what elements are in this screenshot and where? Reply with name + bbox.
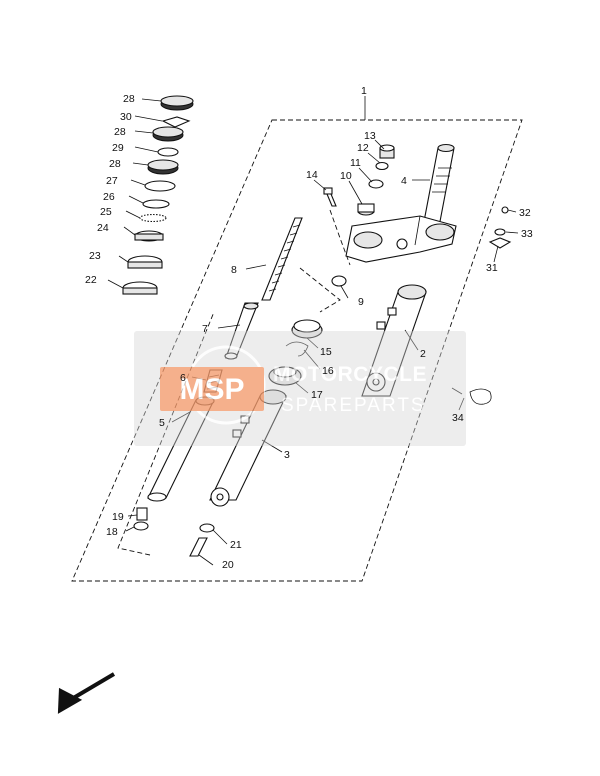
bolt-20: [189, 537, 208, 557]
callout-16: 16: [322, 365, 334, 377]
callout-28-upper: 28: [123, 93, 135, 105]
outer-tube-left: [209, 389, 287, 507]
callout-32: 32: [519, 207, 531, 219]
watermark-line2: SPAREPARTS: [281, 395, 426, 416]
callout-30: 30: [120, 111, 132, 123]
callout-6: 6: [180, 372, 186, 384]
damper-rod: [224, 302, 259, 360]
o-ring-9: [331, 275, 347, 287]
washer-12: [375, 161, 389, 171]
callout-28-middle: 28: [114, 126, 126, 138]
bolt-14: [323, 187, 337, 207]
washer-21: [199, 523, 215, 533]
circlip-16: [285, 341, 309, 357]
callout-11: 11: [350, 157, 361, 169]
callout-22: 22: [85, 274, 97, 286]
fork-spring: [261, 217, 303, 301]
callout-26: 26: [103, 191, 115, 203]
oil-seal-15: [291, 319, 323, 339]
callout-labels: 1 2 3 4 5 6 7 8 9 10 11 12 13 14 15 16 1…: [85, 85, 533, 571]
washer-33: [494, 228, 506, 236]
callout-21: 21: [230, 539, 242, 551]
callout-33: 33: [521, 228, 533, 240]
watermark-panel: [134, 331, 466, 446]
callout-12: 12: [357, 142, 369, 154]
under-bracket: [345, 215, 457, 263]
cap-13: [379, 144, 395, 159]
callout-27: 27: [106, 175, 118, 187]
callout-13: 13: [364, 130, 376, 142]
outer-tube-right: [361, 284, 427, 397]
oil-seal-17: [268, 366, 302, 386]
callout-5: 5: [159, 417, 165, 429]
cap-10: [357, 203, 375, 216]
watermark-logo-box: [160, 367, 264, 411]
watermark-line1: MOTORCYCLE: [273, 363, 427, 386]
inner-dash-mid: [299, 267, 341, 313]
callout-9: 9: [358, 296, 364, 308]
callout-34: 34: [452, 412, 464, 424]
arrow-down-left-icon: [57, 672, 116, 714]
washer-11: [368, 179, 384, 189]
watermark-logo: MSP: [179, 373, 244, 406]
callout-1: 1: [361, 85, 367, 97]
callout-2: 2: [420, 348, 426, 360]
callout-20: 20: [222, 559, 234, 571]
callout-14: 14: [306, 169, 318, 181]
bolt-32: [501, 206, 509, 214]
bolt-19: [136, 507, 148, 521]
clip-31: [488, 237, 512, 249]
assembly-boundary: [71, 119, 523, 582]
watermark: MSP MOTORCYCLE SPAREPARTS: [134, 331, 466, 446]
callout-31: 31: [486, 262, 498, 274]
clamp-34: [451, 387, 492, 405]
callout-28-lower: 28: [109, 158, 121, 170]
callout-4: 4: [401, 175, 407, 187]
callout-15: 15: [320, 346, 332, 358]
callout-24: 24: [97, 222, 109, 234]
bearing-stack: [122, 95, 194, 295]
callout-3: 3: [284, 449, 290, 461]
callout-8: 8: [231, 264, 237, 276]
callout-7: 7: [202, 323, 208, 335]
callout-10: 10: [340, 170, 352, 182]
callout-19: 19: [112, 511, 124, 523]
callout-25: 25: [100, 206, 112, 218]
callout-18: 18: [106, 526, 118, 538]
callout-23: 23: [89, 250, 101, 262]
callout-17: 17: [311, 389, 323, 401]
leader-lines: [107, 98, 519, 566]
callout-29: 29: [112, 142, 124, 154]
washer-18: [133, 521, 149, 531]
